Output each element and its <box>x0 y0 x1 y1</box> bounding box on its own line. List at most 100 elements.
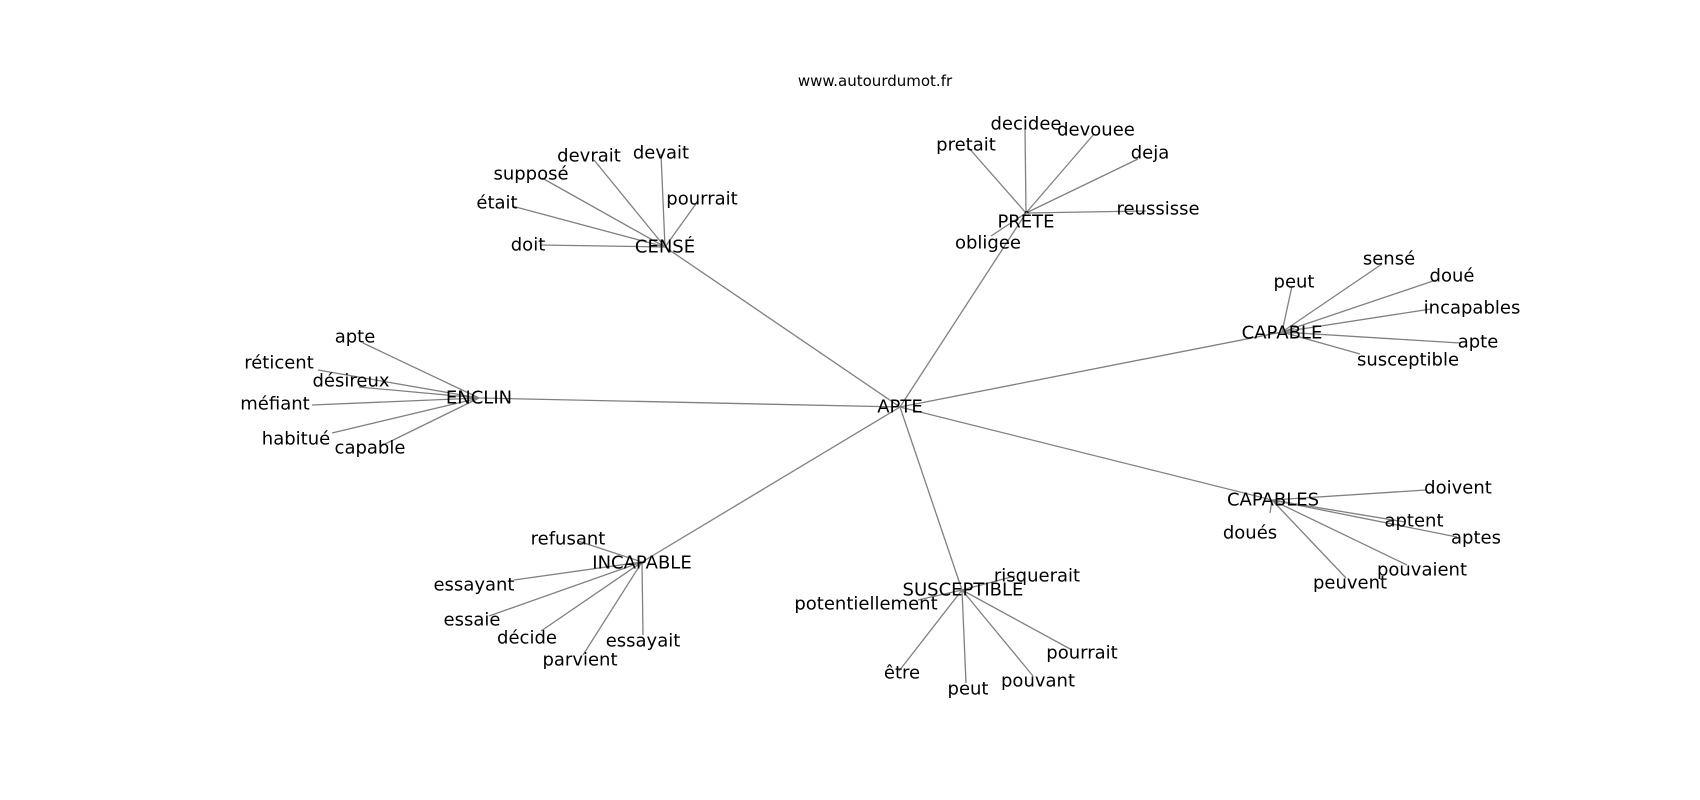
edge-susceptible-pourrait <box>961 589 1073 651</box>
source-url-label: www.autourdumot.fr <box>797 72 953 90</box>
leaf-word-node-essayant: essayant <box>433 575 514 596</box>
leaf-word-node-decidee: decidee <box>991 114 1062 135</box>
graph-labels: APTE CENSÉ devrait devait supposé pourrait éta… <box>240 114 1520 700</box>
edge-apte-incapable <box>641 406 901 563</box>
edge-enclin-mefiant <box>311 397 480 406</box>
edge-capables-aptes <box>1271 499 1458 538</box>
edge-capable-susceptible <box>1281 331 1361 355</box>
leaf-word-node-mefiant: méfiant <box>240 394 309 415</box>
leaf-word-node-doues: doués <box>1223 523 1277 544</box>
edge-incapable-essayait <box>641 561 644 636</box>
edge-capables-aptent <box>1271 499 1406 523</box>
edge-prete-deja <box>1025 158 1139 214</box>
leaf-word-node-reticent: réticent <box>244 353 314 374</box>
edge-prete-decidee <box>1024 127 1027 214</box>
edge-enclin-apte <box>362 342 480 399</box>
edge-capable-peut <box>1281 285 1293 333</box>
leaf-word-node-etre: être <box>884 663 920 684</box>
edge-prete-obligee <box>990 212 1027 237</box>
edge-prete-reussisse <box>1025 210 1147 214</box>
leaf-word-node-deja: deja <box>1131 143 1170 164</box>
edge-susceptible-potentiellement <box>917 589 963 601</box>
edge-incapable-parvient <box>582 561 643 656</box>
leaf-word-node-sense: sensé <box>1363 249 1415 270</box>
edge-enclin-capable <box>380 397 480 447</box>
leaf-word-node-essaie: essaie <box>444 610 501 631</box>
hub-word-node-enclin: ENCLIN <box>446 388 512 409</box>
leaf-word-node-peut: peut <box>1274 272 1315 293</box>
leaf-word-node-decide: décide <box>497 628 557 649</box>
center-word-node: APTE <box>877 397 923 418</box>
leaf-word-node-aptes: aptes <box>1451 528 1501 549</box>
edge-capables-doues <box>1269 499 1273 514</box>
edge-susceptible-risquerait <box>961 575 1016 591</box>
edge-capable-incapables <box>1281 308 1432 333</box>
edge-incapable-decide <box>540 561 643 632</box>
edge-susceptible-etre <box>898 589 963 672</box>
hub-word-node-incapable: INCAPABLE <box>592 553 691 574</box>
leaf-word-node-pouvant: pouvant <box>1001 671 1075 692</box>
leaf-word-node-refusant: refusant <box>531 529 606 550</box>
hub-word-node-prete: PRÊTE <box>997 211 1054 233</box>
edge-apte-susceptible <box>899 406 963 591</box>
leaf-word-node-etait: était <box>476 193 517 214</box>
edge-apte-prete <box>899 212 1027 408</box>
leaf-word-node-capable: capable <box>335 438 406 459</box>
leaf-word-node-essayait: essayait <box>606 631 681 652</box>
edge-incapable-essayant <box>513 561 643 581</box>
leaf-word-node-doue: doué <box>1430 266 1475 287</box>
edge-enclin-reticent <box>317 369 480 399</box>
leaf-word-node-incapables: incapables <box>1424 298 1521 319</box>
edge-cense-pourrait <box>664 200 699 248</box>
leaf-word-node-aptent: aptent <box>1384 511 1443 532</box>
leaf-word-node-habitue: habitué <box>262 429 330 450</box>
edge-capable-apte <box>1281 331 1461 344</box>
edge-enclin-habitue <box>331 397 480 434</box>
edge-apte-cense <box>664 246 901 408</box>
edge-cense-etait <box>511 205 666 248</box>
leaf-word-node-risquerait: risquerait <box>994 566 1080 587</box>
hub-word-node-susceptible: SUSCEPTIBLE <box>903 580 1024 601</box>
edge-capable-doue <box>1281 279 1437 333</box>
leaf-word-node-pretait: pretait <box>936 135 996 156</box>
leaf-word-node-peut: peut <box>948 679 989 700</box>
leaf-word-node-potentiellement: potentiellement <box>794 594 937 615</box>
leaf-word-node-doit: doit <box>511 235 546 256</box>
hub-word-node-capables: CAPABLES <box>1227 490 1319 511</box>
leaf-word-node-peuvent: peuvent <box>1313 573 1387 594</box>
edge-apte-capable <box>899 331 1283 408</box>
edge-capables-pouvaient <box>1271 499 1408 566</box>
leaf-word-node-doivent: doivent <box>1424 478 1492 499</box>
edge-susceptible-pouvant <box>961 589 1034 677</box>
leaf-word-node-parvient: parvient <box>542 650 617 671</box>
edge-prete-devouee <box>1025 133 1095 214</box>
leaf-word-node-apte: apte <box>335 327 376 348</box>
edge-prete-pretait <box>967 146 1027 214</box>
edge-capables-doivent <box>1271 489 1427 501</box>
leaf-word-node-pouvaient: pouvaient <box>1377 560 1467 581</box>
leaf-word-node-devait: devait <box>633 143 689 164</box>
leaf-word-node-pourrait: pourrait <box>1046 643 1117 664</box>
leaf-word-node-obligee: obligee <box>955 233 1021 254</box>
edge-cense-suppose <box>541 177 666 248</box>
leaf-word-node-suppose: supposé <box>493 164 568 185</box>
edge-enclin-desireux <box>358 386 480 399</box>
edge-incapable-essaie <box>488 561 643 617</box>
edge-apte-capables <box>899 406 1273 501</box>
edge-susceptible-peut <box>961 589 967 684</box>
leaf-word-node-devrait: devrait <box>557 146 621 167</box>
leaf-word-node-reussisse: reussisse <box>1116 199 1199 220</box>
leaf-word-node-susceptible: susceptible <box>1357 350 1459 371</box>
hub-word-node-cense: CENSÉ <box>635 236 695 258</box>
edge-cense-devrait <box>593 159 666 248</box>
leaf-word-node-apte: apte <box>1458 332 1499 353</box>
edge-capables-peuvent <box>1271 499 1347 579</box>
leaf-word-node-devouee: devouee <box>1057 120 1135 141</box>
edge-capable-sense <box>1281 263 1383 333</box>
hub-word-node-capable: CAPABLE <box>1242 323 1323 344</box>
edge-incapable-refusant <box>577 540 643 563</box>
graph-edges <box>311 127 1461 684</box>
edge-apte-enclin <box>478 397 901 408</box>
